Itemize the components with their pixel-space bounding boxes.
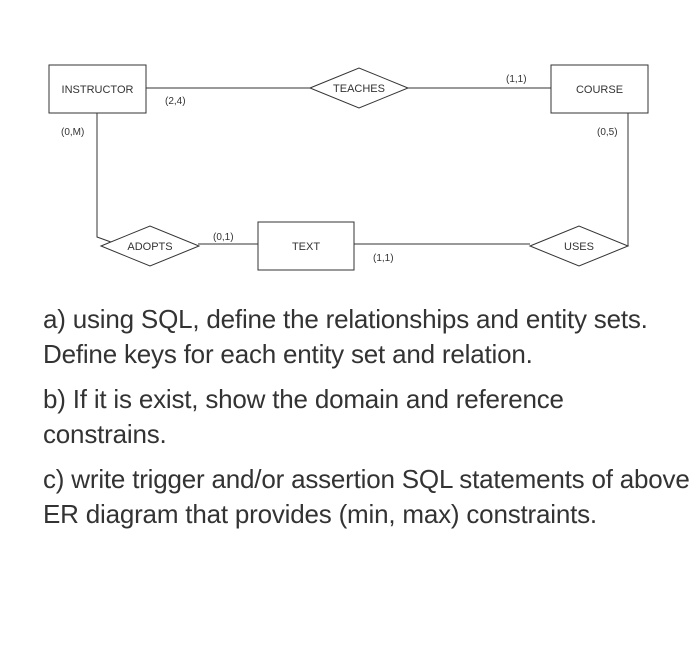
entity-text-label: TEXT bbox=[292, 241, 320, 253]
entity-text: TEXT bbox=[257, 221, 355, 271]
cardinality-instructor-adopts: (0,M) bbox=[61, 127, 84, 138]
relationship-uses-label: USES bbox=[564, 241, 594, 253]
relationship-adopts: ADOPTS bbox=[99, 225, 201, 267]
question-c: c) write trigger and/or assertion SQL st… bbox=[43, 464, 690, 529]
question-b: b) If it is exist, show the domain and r… bbox=[43, 384, 564, 449]
relationship-uses: USES bbox=[528, 225, 630, 267]
entity-instructor: INSTRUCTOR bbox=[48, 64, 147, 114]
entity-course-label: COURSE bbox=[576, 84, 623, 96]
er-diagram: INSTRUCTOR COURSE TEXT TEACHES ADOPTS US… bbox=[48, 64, 649, 271]
line-instructor-adopts bbox=[96, 113, 123, 247]
cardinality-course-uses: (0,5) bbox=[597, 127, 618, 138]
relationship-teaches-label: TEACHES bbox=[333, 83, 385, 95]
entity-course: COURSE bbox=[550, 64, 649, 114]
question-list: a) using SQL, define the relationships a… bbox=[43, 302, 693, 532]
cardinality-text-adopts: (0,1) bbox=[213, 232, 234, 243]
cardinality-instructor-teaches: (2,4) bbox=[165, 96, 186, 107]
relationship-adopts-label: ADOPTS bbox=[127, 241, 172, 253]
relationship-teaches: TEACHES bbox=[308, 67, 410, 109]
cardinality-course-teaches: (1,1) bbox=[506, 74, 527, 85]
question-a: a) using SQL, define the relationships a… bbox=[43, 304, 648, 369]
cardinality-text-uses: (1,1) bbox=[373, 253, 394, 264]
entity-instructor-label: INSTRUCTOR bbox=[62, 84, 134, 96]
